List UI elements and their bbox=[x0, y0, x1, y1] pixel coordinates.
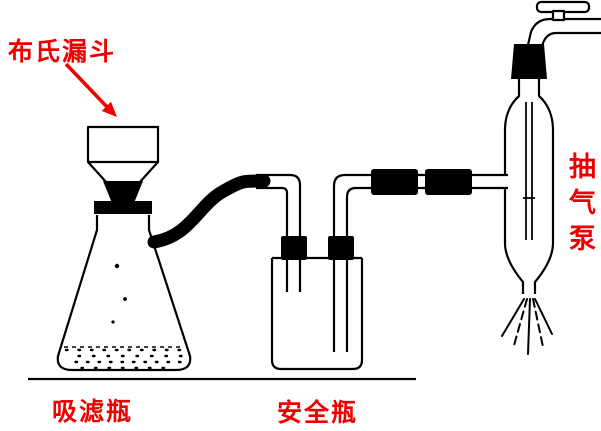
aspirator-pump bbox=[503, 44, 555, 294]
rubber-tubing-1 bbox=[147, 174, 271, 249]
inner-jet-tube bbox=[523, 102, 535, 240]
label-buchner-funnel: 布氏漏斗 bbox=[8, 37, 117, 66]
water-spray bbox=[501, 298, 553, 355]
faucet bbox=[525, 0, 601, 54]
drops bbox=[111, 263, 127, 324]
glass-elbow-1 bbox=[256, 173, 302, 292]
flask-stopper-band bbox=[94, 201, 152, 214]
pointer-arrow bbox=[64, 62, 117, 117]
label-safety-bottle: 安全瓶 bbox=[277, 398, 359, 427]
glass-elbow-2 bbox=[332, 173, 508, 242]
top-rubber-connector bbox=[511, 44, 547, 79]
safety-bottle bbox=[270, 236, 364, 371]
label-suction-flask: 吸滤瓶 bbox=[52, 397, 134, 426]
funnel-stem bbox=[103, 181, 143, 203]
buchner-funnel bbox=[86, 125, 160, 203]
label-aspirator-pump: 抽气泵 bbox=[564, 152, 595, 260]
tap-stem bbox=[551, 9, 566, 22]
rubber-sleeve-1 bbox=[371, 169, 418, 195]
tubing-connector-right bbox=[328, 236, 354, 260]
liquid-in-flask bbox=[64, 346, 184, 370]
rubber-sleeve-2 bbox=[425, 169, 472, 195]
tubing-connector-left bbox=[281, 236, 307, 260]
filter-flask bbox=[56, 201, 192, 372]
